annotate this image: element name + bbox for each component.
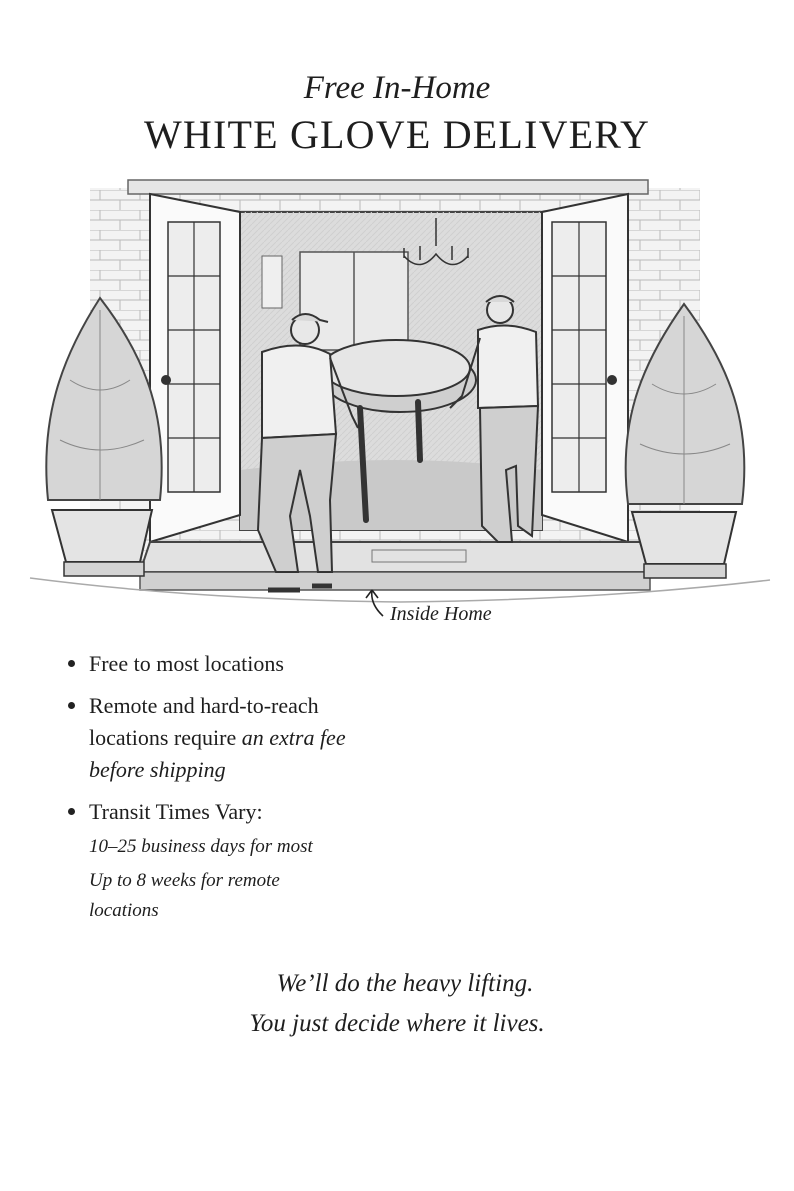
- transit-note-line: locations: [89, 900, 159, 921]
- feature-list: Free to most locations Remote and hard-t…: [66, 648, 486, 926]
- inside-home-caption: Inside Home: [390, 603, 492, 625]
- transit-note: 10–25 business days for most: [89, 836, 313, 857]
- header: Free In-Home WHITE GLOVE DELIVERY: [0, 64, 794, 160]
- closing-line: You just decide where it lives.: [249, 1010, 545, 1037]
- transit-note: Up to 8 weeks for remote locations: [89, 866, 486, 926]
- list-item: Remote and hard-to-reach locations requi…: [66, 690, 486, 786]
- bullet-icon: [68, 808, 75, 815]
- curved-arrow-icon: [365, 589, 384, 617]
- delivery-worker-icon: [256, 313, 359, 593]
- chandelier-icon: [403, 218, 469, 266]
- transit-note-line: Up to 8 weeks for remote: [89, 870, 280, 891]
- doorway-scene-icon: [29, 179, 771, 617]
- list-item-text: locations require: [89, 725, 242, 750]
- potted-shrub-icon: [624, 302, 746, 579]
- extra-fee-text: an extra fee: [241, 725, 346, 750]
- list-item-text: Transit Times Vary:: [89, 799, 263, 824]
- list-item: Transit Times Vary: 10–25 business days …: [66, 796, 486, 926]
- closing-line: We’ll do the heavy lifting.: [276, 970, 534, 997]
- list-item-text: Free to most locations: [89, 651, 284, 676]
- bullet-icon: [68, 660, 75, 667]
- page-subtitle: Free In-Home: [303, 70, 491, 106]
- potted-shrub-icon: [45, 296, 163, 577]
- delivery-worker-icon: [449, 295, 540, 543]
- page-title: WHITE GLOVE DELIVERY: [143, 112, 651, 157]
- list-item: Free to most locations: [66, 648, 486, 680]
- closing-tagline: We’ll do the heavy lifting. You just dec…: [0, 964, 794, 1044]
- bullet-icon: [68, 702, 75, 709]
- list-item-text: Remote and hard-to-reach: [89, 693, 319, 718]
- list-item-text: before shipping: [89, 757, 226, 782]
